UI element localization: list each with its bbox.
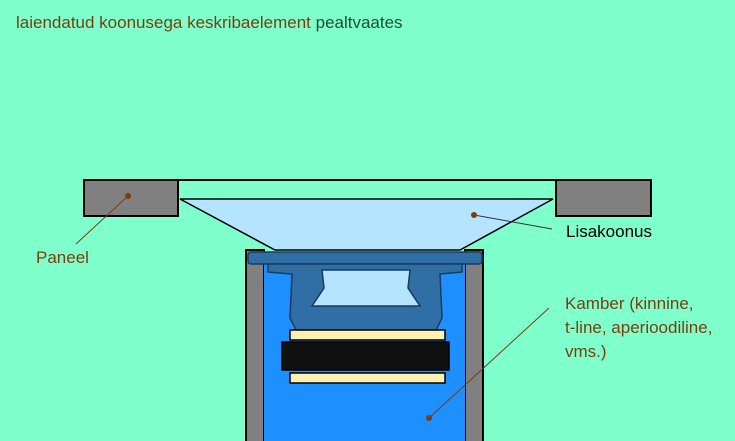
label-extra-cone: Lisakoonus (566, 222, 653, 241)
driver-flange (247, 251, 483, 265)
extra-cone (179, 198, 554, 251)
extra-cone-leader-dot (471, 212, 477, 218)
chamber-leader-dot (426, 415, 432, 421)
panel-left-block (83, 179, 179, 217)
panel-leader-dot (125, 193, 131, 199)
bottom-plate (289, 372, 446, 384)
panel-leader-line (75, 195, 129, 245)
label-panel: Paneel (36, 248, 89, 267)
title-suffix: pealtvaates (315, 13, 403, 32)
panel-right-block (555, 179, 652, 217)
label-chamber-line1: Kamber (kinnine, (565, 294, 694, 313)
chamber-right-wall (464, 249, 484, 441)
extra-cone-leader-line (473, 214, 553, 230)
chamber-leader-line (428, 307, 550, 419)
chamber-left-wall (245, 249, 265, 441)
diagram-title: laiendatud koonusega keskribaelement pea… (16, 13, 403, 33)
top-plate (289, 329, 446, 341)
title-main: laiendatud koonusega keskribaelement (16, 13, 311, 32)
magnet (281, 341, 450, 371)
label-chamber-line3: vms.) (565, 342, 607, 361)
label-chamber: Kamber (kinnine, t-line, aperioodiline, … (565, 292, 712, 364)
label-chamber-line2: t-line, aperioodiline, (565, 318, 713, 337)
driver-cone-window (310, 269, 422, 307)
